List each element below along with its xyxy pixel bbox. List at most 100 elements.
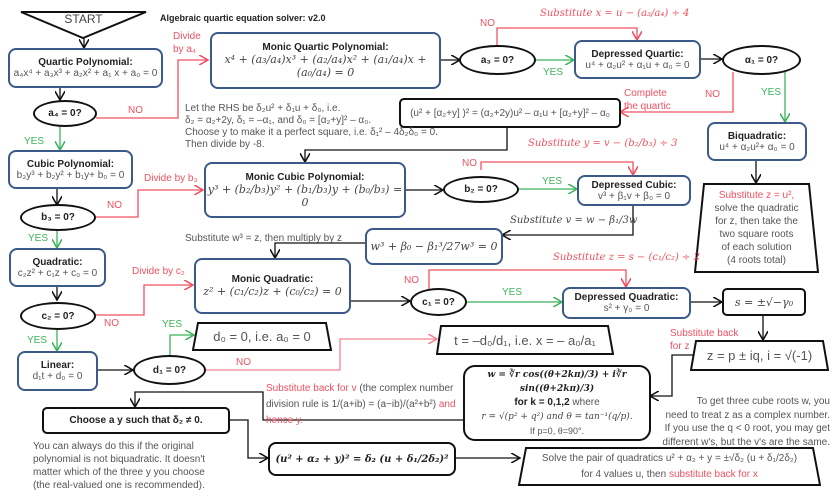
node-equation: (u² + α₂ + y)² = δ₂ (u + δ₁/2δ₂)² bbox=[275, 453, 449, 465]
w-cubed-box: w³ + β₀ − β₁³/27w³ = 0 bbox=[365, 228, 503, 265]
substitute-v-label: Substitute v = w − β₁/3w bbox=[510, 215, 638, 226]
node-title: Linear: bbox=[40, 360, 75, 371]
yes-label: YES bbox=[761, 87, 782, 98]
node-equation: u⁴ + α₂u²+ α₀ = 0 bbox=[719, 141, 795, 153]
step-text: for z, then take the bbox=[715, 216, 798, 227]
no-label: NO bbox=[236, 357, 251, 368]
substitute-x-label: Substitute x = u − (a₃/a₄) ÷ 4 bbox=[540, 8, 690, 19]
note-line: (the real-valued one is recommended). bbox=[33, 480, 205, 491]
substitute-y-label: Substitute y = v − (b₂/b₃) ÷ 3 bbox=[528, 138, 678, 149]
note-line: δ₂ = α₂+2y, δ₁ = –α₁, and δ₀ = [α₂+y]² –… bbox=[185, 115, 372, 126]
no-label: NO bbox=[104, 318, 119, 329]
step-text: Solve the pair of quadratics u² + α₂ + y… bbox=[541, 452, 798, 464]
node-equation: b₃y³ + b₂y² + b₁y+ b₀ = 0 bbox=[16, 169, 125, 181]
no-label: NO bbox=[480, 18, 495, 29]
step-text: solve the quadratic bbox=[714, 203, 799, 214]
linear-root-result: t = –d₀/d₁, i.e. x = – a₀/a₁ bbox=[436, 325, 614, 355]
yes-label: YES bbox=[542, 176, 563, 187]
monic-quadratic-box: Monic Quadratic:z² + (c₁/c₂)z + (c₀/c₂) … bbox=[194, 258, 351, 314]
node-title: Depressed Cubic: bbox=[591, 179, 677, 191]
z-complex-result: z = p ± iq, i = √(-1) bbox=[690, 340, 829, 371]
monic-quartic-box: Monic Quartic Polynomial:x⁴ + (a₃/a₄)x³ … bbox=[210, 32, 441, 89]
c2-decision: c₂ = 0? bbox=[20, 302, 96, 330]
cube-roots-box: w = ∛r cos((θ+2kπ)/3) + i∛r sin((θ+2kπ)/… bbox=[463, 365, 651, 441]
step-text: of each solution bbox=[721, 242, 792, 253]
no-label: NO bbox=[705, 89, 720, 100]
yes-label: YES bbox=[162, 319, 183, 330]
depressed-quadratic-box: Depressed Quadratic:s² + γ₀ = 0 bbox=[562, 287, 691, 319]
step-text: Substitute z = u², bbox=[718, 190, 795, 201]
note-line: If you use the q < 0 root, you may get bbox=[664, 423, 830, 434]
step-text: two square roots bbox=[719, 229, 794, 240]
step-line-2: for 4 values u, then substitute back for… bbox=[581, 467, 758, 483]
depressed-quartic-box: Depressed Quartic:u⁴ + α₂u² + α₁u + α₀ =… bbox=[574, 40, 701, 79]
substitute-z-label: Substitute z = s − (c₁/c₂) ÷ 2 bbox=[553, 252, 700, 263]
node-title: Quartic Polynomial: bbox=[38, 57, 133, 68]
yes-label: YES bbox=[543, 67, 564, 78]
a4-decision: a₄ = 0? bbox=[33, 100, 97, 127]
complete-quartic-label: Complete the quartic bbox=[624, 88, 671, 112]
b3-decision: b₃ = 0? bbox=[20, 204, 96, 231]
start-terminal: START bbox=[20, 11, 147, 39]
quartic-polynomial-box: Quartic Polynomial:a₄x⁴ + a₃x³ + a₂x² + … bbox=[8, 48, 163, 88]
r-theta-formula: r = √(p² + q²) and θ = tan⁻¹(q/p). bbox=[481, 412, 633, 422]
node-title: Cubic Polynomial: bbox=[26, 158, 115, 170]
monic-cubic-box: Monic Cubic Polynomial:y³ + (b₂/b₃)y² + … bbox=[204, 162, 406, 218]
step-text-red: substitute back for x bbox=[668, 468, 758, 480]
node-equation: v³ + β₁v + β₀ = 0 bbox=[597, 190, 671, 202]
divide-by-c2-label: Divide by c₂ bbox=[132, 266, 185, 277]
node-title: Depressed Quartic: bbox=[591, 48, 684, 60]
node-title: Choose a y such that δ₂ ≠ 0. bbox=[69, 415, 203, 426]
node-equation: c₂z² + c₁z + c₀ = 0 bbox=[17, 267, 98, 279]
b2-decision: b₂ = 0? bbox=[443, 176, 519, 203]
note-line: matter which of the three y you choose bbox=[33, 467, 205, 478]
k-values: for k = 0,1,2 where bbox=[514, 396, 599, 410]
result-text: t = –d₀/d₁, i.e. x = – a₀/a₁ bbox=[454, 332, 596, 348]
linear-box: Linear:d₁t + d₀ = 0 bbox=[17, 351, 98, 391]
node-title: Monic Cubic Polynomial: bbox=[245, 171, 365, 183]
substitute-back-v-note: Substitute back for v (the complex numbe… bbox=[266, 381, 466, 429]
step-text: (4 roots total) bbox=[727, 255, 786, 266]
result-text: z = p ± iq, i = √(-1) bbox=[706, 348, 813, 363]
note-line: different w's, but the v's are the same. bbox=[662, 436, 830, 448]
substitute-back-z-label: Substitute back for z bbox=[670, 328, 739, 352]
node-equation: s = ±√−γ₀ bbox=[734, 295, 794, 309]
node-title: Depressed Quadratic: bbox=[574, 292, 679, 303]
step-text: for 4 values u, then bbox=[581, 468, 669, 480]
choose-y-note: You can always do this if the original po… bbox=[33, 440, 233, 492]
node-title: Monic Quartic Polynomial: bbox=[262, 42, 389, 53]
perfect-square-box: (u² + α₂ + y)² = δ₂ (u + δ₁/2δ₂)² bbox=[268, 442, 456, 476]
solve-pair-step: Solve the pair of quadratics u² + α₂ + y… bbox=[518, 447, 821, 486]
note-line: You can always do this if the original bbox=[33, 441, 194, 452]
s-root-box: s = ±√−γ₀ bbox=[722, 288, 806, 316]
yes-label: YES bbox=[502, 287, 523, 298]
note-line: Then divide by -8. bbox=[185, 139, 265, 150]
quadratic-box: Quadratic:c₂z² + c₁z + c₀ = 0 bbox=[9, 248, 106, 287]
note-line: Let the RHS be δ₂u² + δ₁u + δ₀, i.e. bbox=[185, 103, 341, 114]
divide-by-b3-label: Divide by b₃ bbox=[144, 173, 198, 184]
no-label: NO bbox=[404, 275, 419, 286]
where-text: where bbox=[569, 397, 600, 408]
node-equation: s² + γ₀ = 0 bbox=[603, 303, 650, 314]
start-label: START bbox=[64, 12, 103, 26]
note-line: polynomial is not biquadratic. It doesn'… bbox=[33, 454, 206, 465]
biquadratic-box: Biquadratic:u⁴ + α₂u²+ α₀ = 0 bbox=[707, 122, 807, 161]
node-equation: a₄x⁴ + a₃x³ + a₂x² + a₁ x + a₀ = 0 bbox=[13, 68, 158, 79]
diagram-title: Algebraic quartic equation solver: v2.0 bbox=[160, 13, 326, 23]
depressed-cubic-box: Depressed Cubic:v³ + β₁v + β₀ = 0 bbox=[577, 175, 691, 206]
note-red: Substitute back for v bbox=[266, 383, 357, 394]
node-title: Monic Quadratic: bbox=[231, 274, 314, 285]
biquadratic-solve-step: Substitute z = u², solve the quadratic fo… bbox=[694, 183, 819, 273]
d1-decision: d₁ = 0? bbox=[133, 355, 206, 385]
result-text: d₀ = 0, i.e. a₀ = 0 bbox=[213, 329, 311, 344]
node-equation: d₁t + d₀ = 0 bbox=[32, 371, 83, 382]
choose-y-box: Choose a y such that δ₂ ≠ 0. bbox=[42, 407, 230, 434]
completed-square-box: (u² + [α₂+y] )² = (α₂+2y)u² – α₁u + [α₂+… bbox=[399, 98, 621, 128]
node-equation: z² + (c₁/c₂)z + (c₀/c₂) = 0 bbox=[203, 285, 342, 298]
d0-zero-result: d₀ = 0, i.e. a₀ = 0 bbox=[192, 322, 332, 351]
substitute-w3-label: Substitute w³ = z, then multiply by z bbox=[185, 233, 343, 244]
note-text: (the complex number division rule is 1/(… bbox=[266, 383, 454, 410]
note-red: and hence y. bbox=[266, 399, 456, 426]
